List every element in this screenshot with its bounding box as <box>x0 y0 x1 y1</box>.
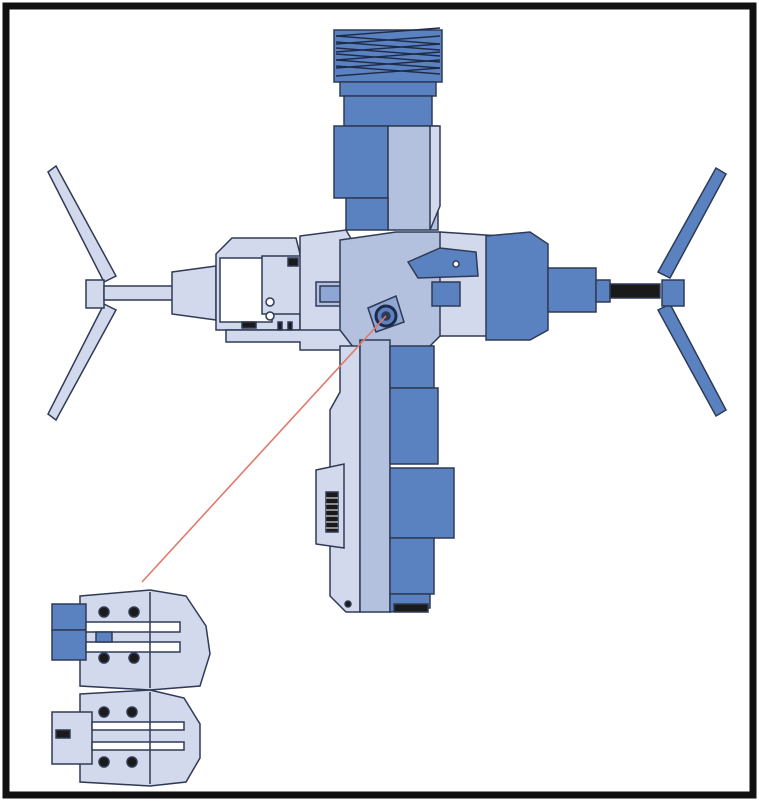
detail-lower-stem-2 <box>91 741 185 751</box>
left-inner-block-2 <box>319 285 343 303</box>
bottom-small-pin <box>344 600 352 608</box>
right-black-stem <box>609 283 661 299</box>
right-neck <box>547 267 597 313</box>
right-gate-wedge <box>406 247 479 279</box>
detail-lower-oring-3 <box>98 756 110 768</box>
right-bonnet <box>485 231 549 341</box>
detail-upper-nut-bottom <box>51 629 87 661</box>
right-handle-lower-arm <box>656 303 727 418</box>
bottom-nut <box>389 467 455 539</box>
top-lower-block <box>345 197 389 231</box>
detail-view-upper <box>51 589 211 691</box>
right-body <box>406 231 661 341</box>
right-inner-block <box>431 281 461 307</box>
detail-upper-stem-2 <box>85 641 181 653</box>
spring-coils <box>326 497 338 529</box>
callout-line <box>141 315 387 583</box>
detail-upper-oring-1 <box>98 606 110 618</box>
left-handle-hub <box>85 279 105 309</box>
detail-upper-oring-4 <box>128 652 140 664</box>
left-small-screws <box>241 297 293 331</box>
right-handle <box>656 166 727 418</box>
top-collar <box>343 95 433 127</box>
detail-lower-oring-1 <box>98 706 110 718</box>
detail-lower-oring-2 <box>126 706 138 718</box>
detail-lower-oring-4 <box>126 756 138 768</box>
detail-upper-oring-3 <box>98 652 110 664</box>
detail-upper-seat <box>95 631 113 643</box>
left-handle-lower-arm <box>47 302 118 422</box>
left-packing-nut <box>171 265 217 321</box>
detail-upper-body <box>79 589 211 691</box>
detail-lower-stem <box>91 721 185 731</box>
bottom-black-seal <box>393 603 429 613</box>
right-handle-hub <box>661 279 685 307</box>
left-stem <box>103 285 175 301</box>
top-neck <box>339 81 437 97</box>
bottom-stem <box>315 339 455 613</box>
detail-upper-stem <box>85 621 181 633</box>
bottom-center-column <box>359 339 391 613</box>
left-body <box>171 229 361 351</box>
right-handle-upper-arm <box>656 166 727 279</box>
left-handle <box>47 164 175 422</box>
top-body-left <box>333 125 389 199</box>
detail-upper-oring-2 <box>128 606 140 618</box>
detail-lower-body <box>79 689 201 787</box>
detail-upper-nut-top <box>51 603 87 631</box>
left-handle-upper-arm <box>47 164 118 284</box>
detail-lower-black-tip <box>55 729 71 739</box>
bottom-upper-block <box>389 345 435 389</box>
left-black-seal <box>287 257 299 267</box>
top-sleeve <box>429 125 441 231</box>
thread-lines <box>335 27 441 77</box>
top-connector <box>333 27 443 231</box>
detail-view-lower <box>51 689 201 787</box>
bottom-mid-block <box>389 387 439 465</box>
right-gate-pin <box>452 260 460 268</box>
bottom-lower-block <box>389 537 435 595</box>
right-packing <box>595 279 611 303</box>
